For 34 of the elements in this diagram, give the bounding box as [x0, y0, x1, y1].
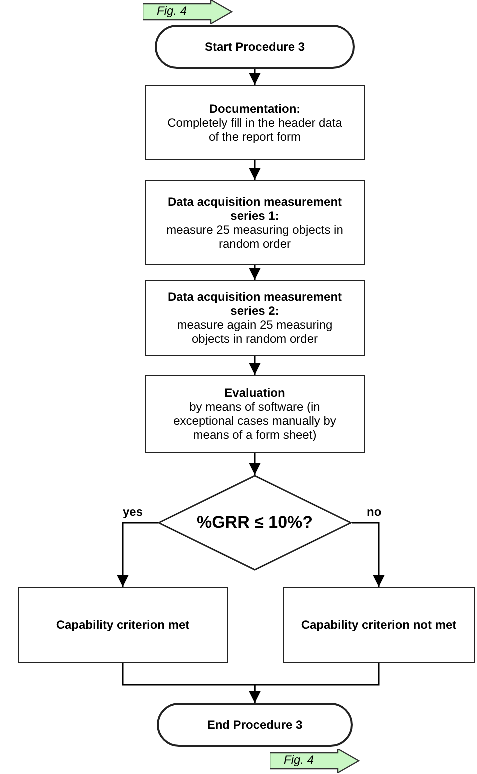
arrow [249, 453, 261, 475]
process-box [145, 85, 365, 160]
box-heading: Evaluation [224, 386, 286, 400]
terminal-shape [155, 25, 355, 69]
process-text: Capability criterion not met [300, 618, 458, 632]
figure-reference: Fig. 4 [157, 4, 188, 18]
reference-arrow [143, 0, 233, 24]
process-text: Capability criterion met [55, 618, 191, 632]
arrow [352, 522, 385, 587]
arrow [249, 265, 261, 280]
arrow [249, 356, 261, 375]
decision-text: %GRR ≤ 10%? [196, 516, 314, 530]
box-text: measure again 25 measuring objects in random order [176, 318, 334, 346]
box-heading: Data acquisition measurement series 2: [166, 290, 344, 318]
arrow [249, 663, 380, 703]
terminal-shape [157, 703, 353, 747]
process-box [145, 180, 365, 265]
figure-reference: Fig. 4 [284, 753, 314, 767]
arrow [249, 69, 261, 85]
process-box [283, 587, 475, 663]
decision-diamond [158, 475, 352, 571]
process-box [18, 587, 228, 663]
process-box [145, 280, 365, 356]
reference-arrow [270, 749, 360, 773]
terminal-label: Start Procedure 3 [204, 40, 306, 54]
arrow [249, 160, 261, 180]
arrow [117, 522, 158, 587]
process-box [145, 375, 365, 453]
box-heading: Data acquisition measurement series 1: [166, 194, 344, 222]
box-text: by means of software (in exceptional cases manually by means of a form sheet) [172, 400, 338, 442]
box-text: measure 25 measuring objects in random order [166, 222, 344, 250]
box-heading: Documentation: [208, 102, 302, 116]
box-text: Completely fill in the header data of the report form [166, 116, 344, 144]
terminal-label: End Procedure 3 [207, 718, 303, 732]
